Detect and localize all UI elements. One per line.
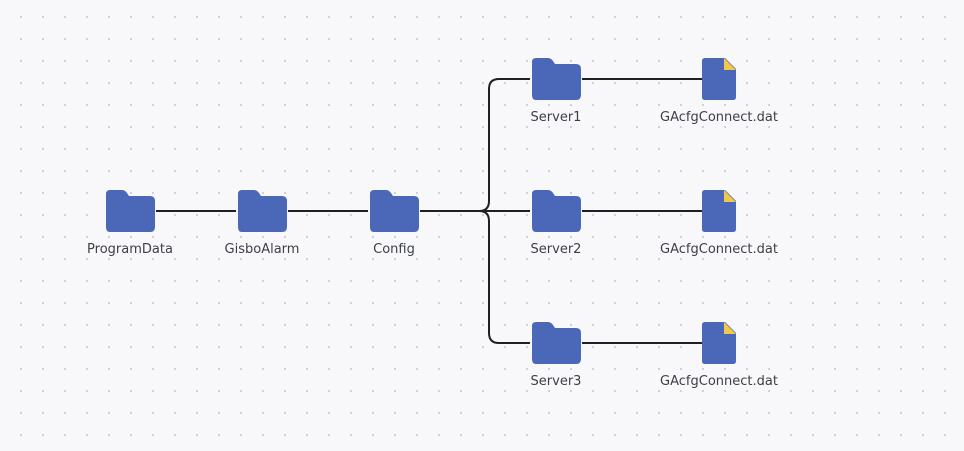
node-file3[interactable]: GAcfgConnect.dat bbox=[639, 322, 799, 389]
folder-icon bbox=[368, 190, 420, 232]
folder-icon bbox=[104, 190, 156, 232]
folder-icon bbox=[530, 322, 582, 364]
node-gisboalarm[interactable]: GisboAlarm bbox=[182, 190, 342, 257]
folder-icon bbox=[236, 190, 288, 232]
node-file1[interactable]: GAcfgConnect.dat bbox=[639, 58, 799, 125]
node-label: Config bbox=[373, 242, 415, 257]
file-icon bbox=[702, 58, 736, 100]
node-label: Server2 bbox=[530, 242, 582, 257]
node-label: GAcfgConnect.dat bbox=[660, 242, 778, 257]
node-label: Server1 bbox=[530, 110, 582, 125]
node-file2[interactable]: GAcfgConnect.dat bbox=[639, 190, 799, 257]
folder-icon bbox=[530, 58, 582, 100]
folder-icon bbox=[530, 190, 582, 232]
file-icon bbox=[702, 322, 736, 364]
node-server1[interactable]: Server1 bbox=[476, 58, 636, 125]
node-programdata[interactable]: ProgramData bbox=[50, 190, 210, 257]
node-label: Server3 bbox=[530, 374, 582, 389]
node-config[interactable]: Config bbox=[314, 190, 474, 257]
node-server3[interactable]: Server3 bbox=[476, 322, 636, 389]
node-label: GAcfgConnect.dat bbox=[660, 374, 778, 389]
node-label: GisboAlarm bbox=[224, 242, 300, 257]
connector-config-server3 bbox=[420, 210, 530, 344]
node-label: GAcfgConnect.dat bbox=[660, 110, 778, 125]
node-server2[interactable]: Server2 bbox=[476, 190, 636, 257]
file-icon bbox=[702, 190, 736, 232]
node-label: ProgramData bbox=[87, 242, 173, 257]
